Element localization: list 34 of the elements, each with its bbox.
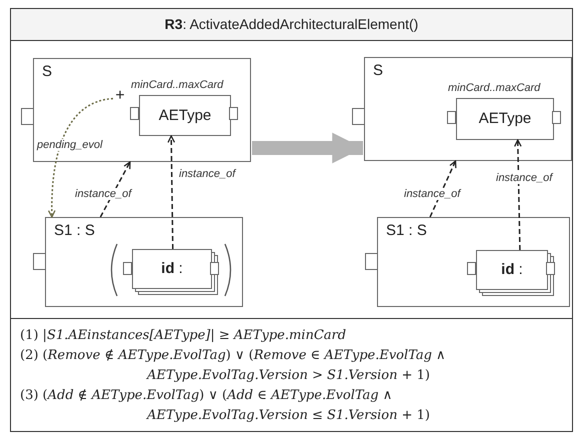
component-box (33, 58, 251, 162)
component-label: S (373, 62, 384, 79)
arrow (514, 139, 522, 250)
component-label: AEType (478, 110, 532, 127)
component-label: S1 : S (386, 222, 427, 239)
instance-box (45, 217, 243, 307)
component-box (139, 95, 231, 136)
component-label: S1 : S (54, 222, 95, 239)
arrow (100, 161, 131, 218)
edge-label: instance_of (74, 188, 132, 200)
edge-label: pending_evol (36, 139, 104, 151)
component-label: id : (500, 261, 524, 278)
edge-label: instance_of (403, 188, 462, 200)
edge-label: instance_of (495, 172, 554, 184)
plus-label: + (114, 87, 126, 105)
condition-formula: (2) (Remove ∉ AEType.EvolTag) ∨ (Remove ∈ AEType.EvolTag ∧ AEType.EvolTag.Version > S1.Version + 1) (20, 347, 447, 385)
transformation-arrow (252, 132, 363, 164)
arrow (48, 98, 114, 218)
rule-title: R3: ActivateAddedArchitecturalElement() (11, 9, 572, 41)
edge-label: instance_of (178, 168, 236, 180)
component-label: S (42, 63, 52, 80)
arrow (167, 135, 176, 250)
instance-box (377, 217, 570, 307)
arrow (429, 160, 456, 218)
condition-formula: (3) (Add ∉ AEType.EvolTag) ∨ (Add ∈ AEType.EvolTag ∧ AEType.EvolTag.Version ≤ S1.Version + 1) (20, 387, 431, 425)
component-label: AEType (158, 106, 212, 124)
multiplicity-label: minCard..maxCard (131, 79, 224, 91)
multiplicity-label: minCard..maxCard (448, 82, 540, 94)
component-box (456, 98, 554, 140)
instance-box (476, 250, 548, 290)
component-box (364, 57, 572, 161)
component-label: id : (160, 260, 184, 277)
condition-formula: (1) |S1.AEinstances[AEType]| ≥ AEType.minCard (20, 327, 348, 345)
instance-box (132, 249, 212, 289)
